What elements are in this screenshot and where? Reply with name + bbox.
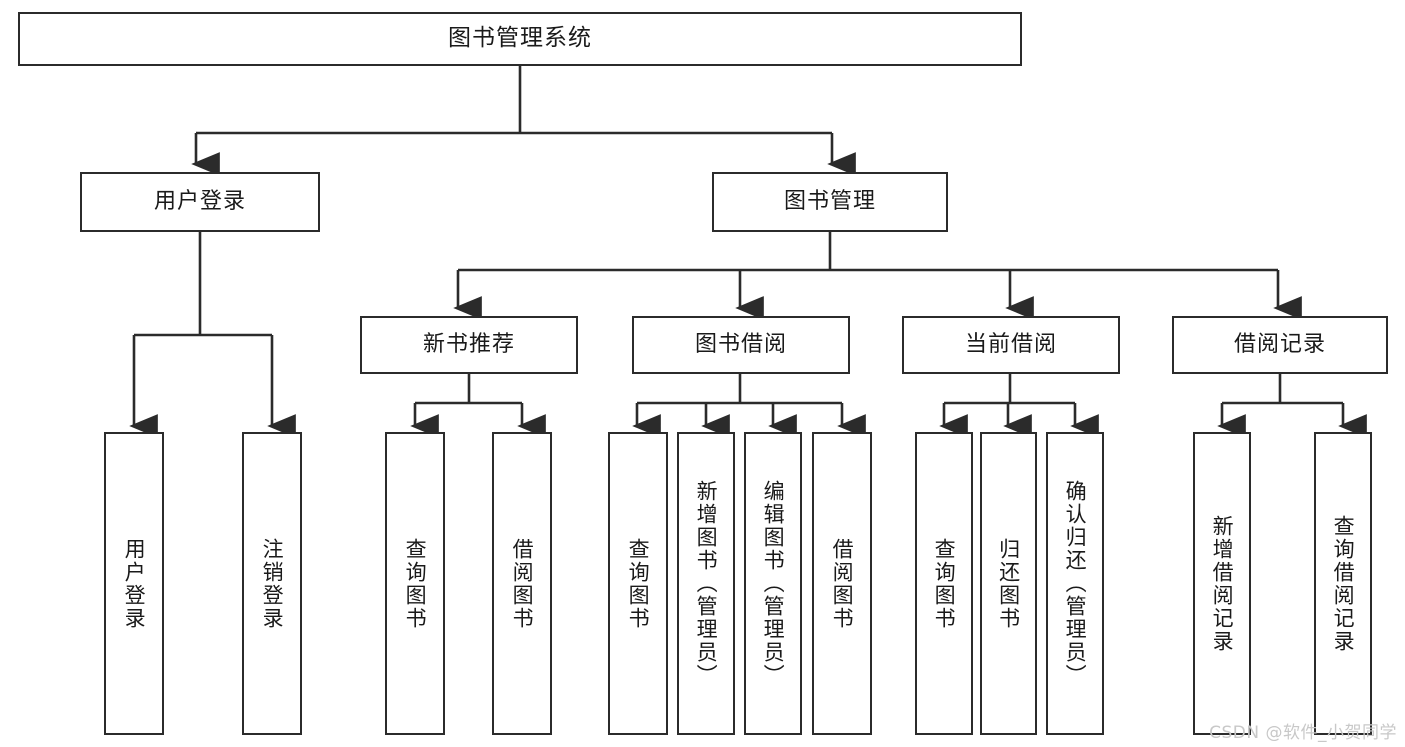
leaf-edit-book-admin[interactable]: 编辑图书（管理员）: [744, 432, 802, 735]
node-label: 编辑图书（管理员）: [761, 480, 786, 687]
leaf-borrow-book-recommend[interactable]: 借阅图书: [492, 432, 552, 735]
node-label: 借阅图书: [830, 537, 855, 630]
node-label: 查询借阅记录: [1331, 514, 1356, 653]
leaf-add-book-admin[interactable]: 新增图书（管理员）: [677, 432, 735, 735]
node-label: 当前借阅: [964, 331, 1057, 357]
csdn-watermark: CSDN @软件_小贺同学: [1209, 723, 1397, 743]
leaf-query-book-borrow[interactable]: 查询图书: [608, 432, 668, 735]
node-label: 注销登录: [260, 537, 285, 630]
node-label: 确认归还（管理员）: [1063, 480, 1088, 687]
leaf-query-book-current[interactable]: 查询图书: [915, 432, 973, 735]
node-label: 图书管理: [783, 188, 876, 214]
node-current-borrow[interactable]: 当前借阅: [902, 316, 1120, 374]
node-label: 新书推荐: [422, 331, 515, 357]
node-user-login[interactable]: 用户登录: [80, 172, 320, 232]
node-label: 用户登录: [153, 188, 246, 214]
node-label: 借阅记录: [1233, 331, 1326, 357]
node-book-borrow[interactable]: 图书借阅: [632, 316, 850, 374]
node-borrow-record[interactable]: 借阅记录: [1172, 316, 1388, 374]
node-label: 查询图书: [403, 537, 428, 630]
leaf-confirm-return-admin[interactable]: 确认归还（管理员）: [1046, 432, 1104, 735]
node-label: 用户登录: [122, 537, 147, 630]
node-label: 新增图书（管理员）: [694, 480, 719, 687]
leaf-query-book-recommend[interactable]: 查询图书: [385, 432, 445, 735]
node-root-book-management-system[interactable]: 图书管理系统: [18, 12, 1022, 66]
node-label: 归还图书: [996, 537, 1021, 630]
node-new-book-recommend[interactable]: 新书推荐: [360, 316, 578, 374]
leaf-logout-login[interactable]: 注销登录: [242, 432, 302, 735]
leaf-borrow-book[interactable]: 借阅图书: [812, 432, 872, 735]
node-label: 图书借阅: [694, 331, 787, 357]
node-label: 图书管理系统: [448, 25, 592, 52]
leaf-add-borrow-record[interactable]: 新增借阅记录: [1193, 432, 1251, 735]
node-label: 查询图书: [626, 537, 651, 630]
node-label: 借阅图书: [510, 537, 535, 630]
leaf-query-borrow-record[interactable]: 查询借阅记录: [1314, 432, 1372, 735]
leaf-return-book[interactable]: 归还图书: [980, 432, 1037, 735]
node-label: 查询图书: [932, 537, 957, 630]
leaf-user-login[interactable]: 用户登录: [104, 432, 164, 735]
node-label: 新增借阅记录: [1210, 514, 1235, 653]
node-book-manage[interactable]: 图书管理: [712, 172, 948, 232]
